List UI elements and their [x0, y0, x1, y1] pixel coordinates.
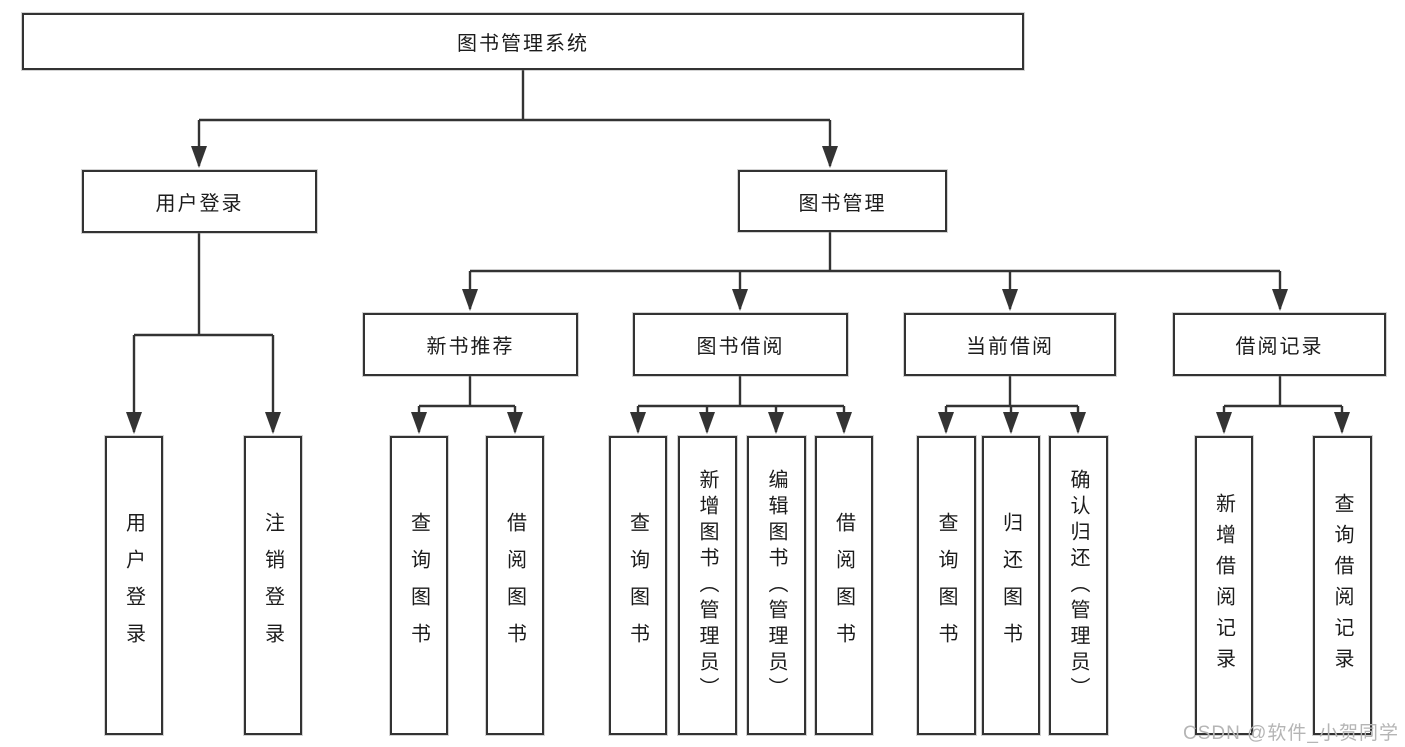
leaf-logout: 注销登录 [244, 436, 302, 735]
leaf-current-return-books-label: 归还图书 [999, 511, 1022, 660]
connector-bookborrow-to-leaves [638, 376, 844, 408]
node-user-login: 用户登录 [82, 170, 317, 233]
node-borrowing-records-label: 借阅记录 [1235, 336, 1324, 358]
connector-records-to-leaves [1224, 376, 1342, 408]
leaf-current-query-books-label: 查询图书 [935, 511, 957, 660]
watermark: CSDN @软件_小贺同学 [1183, 723, 1399, 744]
node-root-label: 图书管理系统 [457, 33, 589, 55]
node-new-book-recommend-label: 新书推荐 [426, 336, 515, 358]
leaf-current-return-books: 归还图书 [982, 436, 1040, 735]
connector-newbook-to-leaves [419, 376, 515, 408]
connector-root-to-level2 [199, 70, 830, 122]
leaf-newbook-query-books: 查询图书 [390, 436, 448, 735]
leaf-borrow-borrow-books-label: 借阅图书 [832, 511, 855, 660]
node-book-management: 图书管理 [738, 170, 947, 232]
leaf-current-confirm-return-admin-label: 确认归还（管理员） [1067, 468, 1089, 703]
leaf-borrow-add-book-admin-label: 新增图书（管理员） [696, 468, 718, 703]
node-root: 图书管理系统 [22, 13, 1024, 70]
leaf-borrow-add-book-admin: 新增图书（管理员） [678, 436, 737, 735]
leaf-records-query-record: 查询借阅记录 [1313, 436, 1372, 735]
leaf-borrow-edit-book-admin-label: 编辑图书（管理员） [765, 468, 787, 703]
leaf-borrow-borrow-books: 借阅图书 [815, 436, 873, 735]
leaf-borrow-edit-book-admin: 编辑图书（管理员） [747, 436, 806, 735]
node-user-login-label: 用户登录 [155, 193, 244, 215]
connector-userlogin-to-leaves [134, 233, 273, 337]
leaf-newbook-borrow-books: 借阅图书 [486, 436, 544, 735]
leaf-logout-label: 注销登录 [261, 511, 284, 660]
node-book-management-label: 图书管理 [798, 192, 887, 215]
leaf-current-query-books: 查询图书 [917, 436, 976, 735]
leaf-user-login-label: 用户登录 [122, 511, 145, 660]
node-borrowing-records: 借阅记录 [1173, 313, 1386, 376]
node-current-borrowing: 当前借阅 [904, 313, 1116, 376]
leaf-current-confirm-return-admin: 确认归还（管理员） [1049, 436, 1108, 735]
leaf-newbook-borrow-books-label: 借阅图书 [503, 511, 526, 660]
leaf-newbook-query-books-label: 查询图书 [407, 511, 430, 660]
node-new-book-recommend: 新书推荐 [363, 313, 578, 376]
node-current-borrowing-label: 当前借阅 [966, 336, 1054, 358]
leaf-records-add-record: 新增借阅记录 [1195, 436, 1253, 735]
leaf-records-query-record-label: 查询借阅记录 [1331, 492, 1353, 679]
leaf-borrow-query-books-label: 查询图书 [626, 511, 649, 660]
connector-currentborrow-to-leaves [946, 376, 1078, 408]
connector-bookmgmt-to-level3 [470, 232, 1280, 273]
leaf-user-login: 用户登录 [105, 436, 163, 735]
node-book-borrowing-label: 图书借阅 [696, 336, 785, 358]
node-book-borrowing: 图书借阅 [633, 313, 848, 376]
leaf-borrow-query-books: 查询图书 [609, 436, 667, 735]
leaf-records-add-record-label: 新增借阅记录 [1212, 492, 1235, 679]
